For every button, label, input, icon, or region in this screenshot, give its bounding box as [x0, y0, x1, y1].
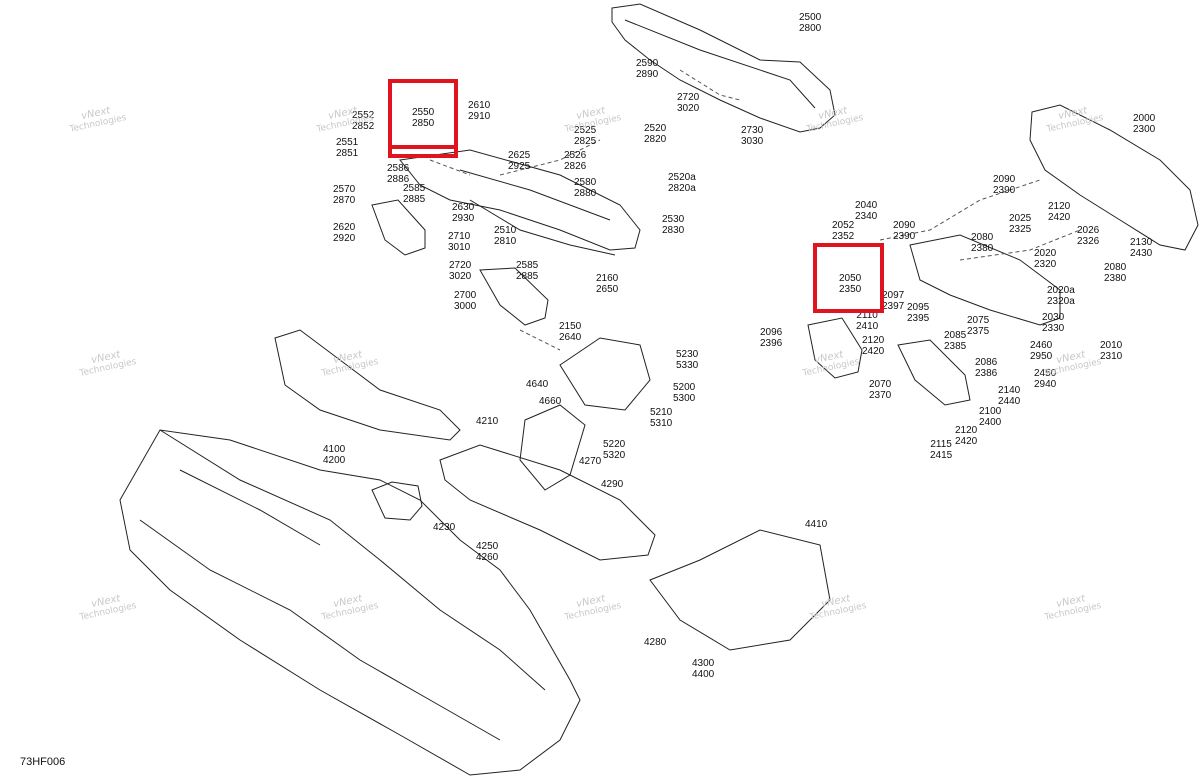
callout-label: 4230 [433, 522, 456, 533]
door-frame-right [909, 234, 1061, 326]
left-bracket [371, 199, 426, 256]
callout-label: 4640 [526, 379, 549, 390]
right-hinge-plate [897, 339, 971, 406]
main-body-tub [119, 429, 581, 776]
callout-label: 4290 [601, 479, 624, 490]
callout-label: 4410 [805, 519, 828, 530]
upper-console [559, 337, 651, 411]
center-floor-panel [439, 444, 656, 561]
callout-label: 4210 [476, 416, 499, 427]
side-rocker-panel [274, 329, 461, 441]
callout-label: 4280 [644, 637, 667, 648]
right-floor-panel [649, 529, 831, 651]
door-frame-left [399, 149, 641, 251]
door-panel-right [1029, 104, 1199, 251]
left-hinge-plate [479, 267, 549, 326]
door-panel-top [611, 3, 836, 133]
console-bracket [519, 404, 586, 491]
callout-label: 4660 [539, 396, 562, 407]
fuel-cap [371, 481, 423, 521]
right-bracket [807, 317, 863, 379]
highlight-box-2050 [813, 243, 884, 313]
callout-label: 4270 [579, 456, 602, 467]
highlight-box-2550-lower [388, 145, 458, 158]
figure-code: 73HF006 [20, 756, 66, 768]
